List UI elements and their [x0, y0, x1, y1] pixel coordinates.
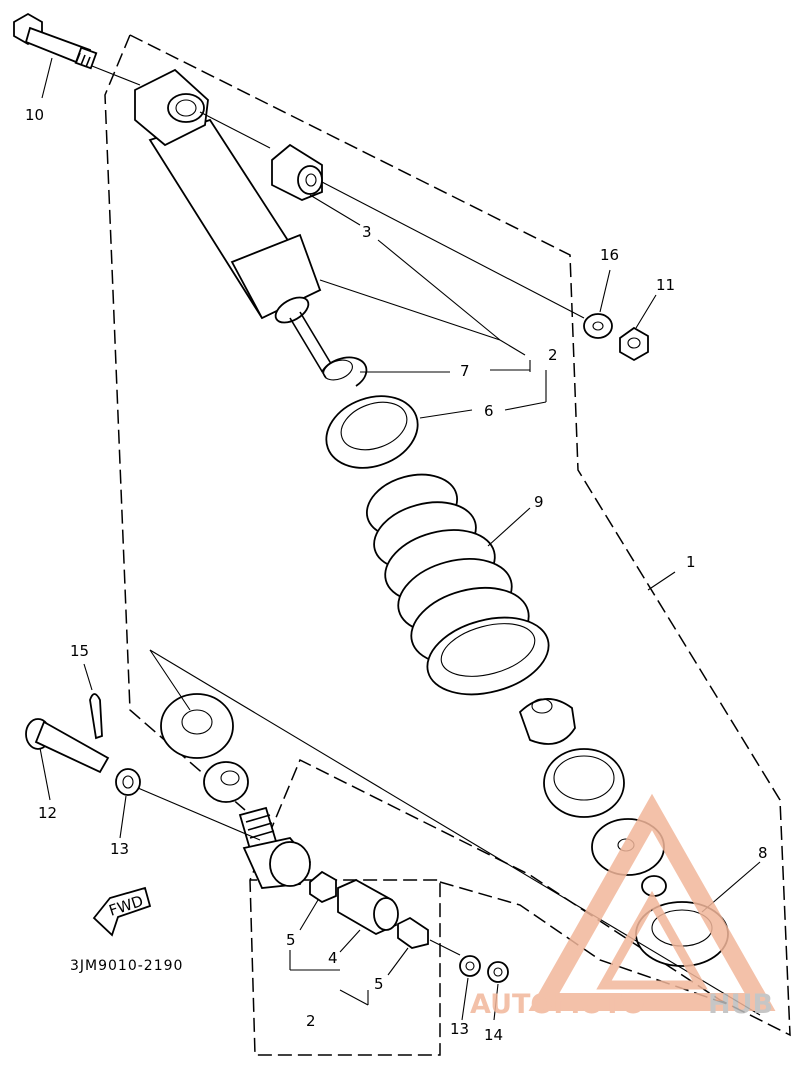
fwd-label: FWD — [107, 892, 146, 920]
callout-4: 4 — [328, 949, 338, 967]
leader-lines — [39, 57, 761, 1021]
callout-3: 3 — [362, 223, 372, 241]
lower-eye-bolt — [238, 806, 312, 889]
callout-labels: 1 2 2 3 4 5 5 6 7 8 9 10 11 12 13 13 14 … — [25, 106, 768, 1044]
lower-bushing-seat — [160, 693, 234, 759]
callout-16: 16 — [600, 246, 619, 264]
bushing-4 — [337, 878, 399, 936]
cotter-pin-15 — [89, 693, 103, 740]
watermark-text-automoto: AUTOMOTO — [470, 989, 645, 1020]
callout-10: 10 — [25, 106, 44, 124]
fwd-arrow: FWD — [92, 886, 152, 937]
catalog-code: 3JM9010-2190 — [70, 958, 183, 974]
circlip-7 — [321, 356, 368, 387]
axis-line-upper — [199, 111, 271, 149]
nut-11 — [619, 326, 649, 362]
shock-absorber-body — [134, 68, 337, 379]
leader-bolt-to-shock — [91, 65, 141, 86]
lower-rubber-washer — [203, 761, 249, 803]
collar-5-right — [397, 916, 429, 949]
axis-line-collar — [321, 181, 585, 319]
assembly-outline-dashed — [104, 34, 791, 1056]
spring-9 — [365, 473, 550, 696]
pin-12 — [25, 718, 110, 774]
washer-13-right — [459, 955, 481, 977]
callout-5-right: 5 — [374, 975, 384, 993]
callout-5-left: 5 — [286, 931, 296, 949]
bump-rubber — [518, 698, 576, 745]
collar-3 — [271, 143, 323, 201]
callout-9: 9 — [534, 493, 544, 511]
callout-14: 14 — [484, 1026, 503, 1044]
callout-11: 11 — [656, 276, 675, 294]
lower-spring-seat — [543, 748, 625, 818]
callout-2-lower: 2 — [306, 1012, 316, 1030]
callout-12: 12 — [38, 804, 57, 822]
bolt-10 — [13, 12, 98, 70]
axis-line-lower-left — [137, 787, 261, 841]
callout-1: 1 — [686, 553, 696, 571]
collar-5-left — [309, 870, 337, 904]
callout-15: 15 — [70, 642, 89, 660]
watermark-text-hub: HUB — [708, 989, 773, 1020]
callout-7: 7 — [460, 362, 470, 380]
washer-14 — [487, 961, 509, 983]
callout-6: 6 — [484, 402, 494, 420]
callout-8: 8 — [758, 844, 768, 862]
washer-16 — [583, 313, 613, 339]
callout-2-upper: 2 — [548, 346, 558, 364]
callout-13-right: 13 — [450, 1020, 469, 1038]
watermark-triangle-icon — [528, 793, 776, 1011]
axis-line-lower-right — [429, 939, 461, 956]
spring-seat-6 — [325, 395, 419, 469]
washer-13-left — [115, 768, 141, 796]
watermark-logo: AUTOMOTO HUB — [470, 793, 776, 1020]
callout-13-left: 13 — [110, 840, 129, 858]
